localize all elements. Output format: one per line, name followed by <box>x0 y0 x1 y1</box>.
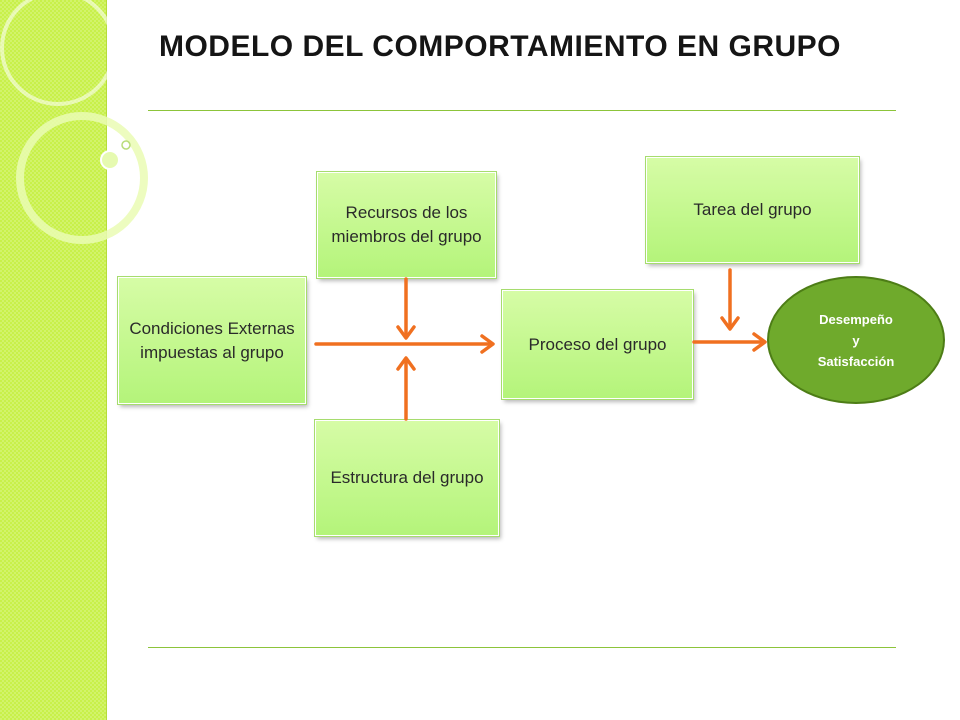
arrowhead-estructura <box>396 356 416 371</box>
arrowhead-recursos <box>396 325 416 340</box>
decor-dot-small <box>121 140 131 150</box>
box-condiciones-label: Condiciones Externas impuestas al grupo <box>129 318 295 362</box>
box-recursos-miembros: Recursos de los miembros del grupo <box>317 172 496 278</box>
box-proceso: Proceso del grupo <box>502 290 693 399</box>
box-condiciones-externas: Condiciones Externas impuestas al grupo <box>118 277 306 404</box>
box-tarea-label: Tarea del grupo <box>693 200 812 219</box>
decor-ring-large <box>0 0 116 106</box>
decor-ring-medium <box>16 112 148 244</box>
page-title: MODELO DEL COMPORTAMIENTO EN GRUPO <box>158 30 842 63</box>
box-recursos-label: Recursos de los miembros del grupo <box>331 203 482 246</box>
decorative-circles <box>0 0 148 244</box>
arrowhead-outcome <box>752 332 767 352</box>
box-proceso-label: Proceso del grupo <box>528 334 667 354</box>
outcome-line-desempeno: Desempeño <box>819 311 893 327</box>
outcome-line-satisfaccion: Satisfacción <box>817 353 895 369</box>
arrowhead-tarea <box>720 316 740 331</box>
outcome-oval: Desempeño y Satisfacción <box>767 276 945 404</box>
top-divider <box>148 110 896 111</box>
box-tarea: Tarea del grupo <box>646 157 859 263</box>
arrowhead-proceso <box>480 334 495 354</box>
box-estructura-label: Estructura del grupo <box>330 468 484 487</box>
box-estructura: Estructura del grupo <box>315 420 499 536</box>
outcome-line-y: y <box>852 332 860 348</box>
bottom-divider <box>148 647 896 648</box>
decor-dot <box>100 150 120 170</box>
